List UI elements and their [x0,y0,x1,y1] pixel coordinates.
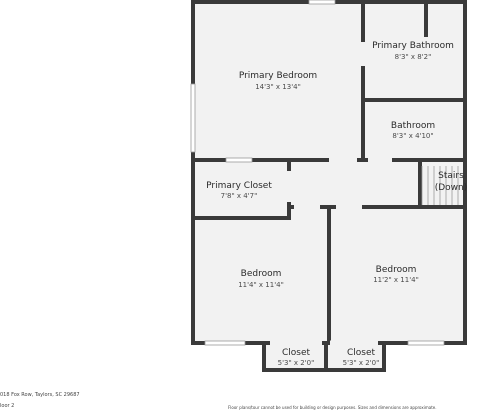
room-name-stairs: Stairs [438,171,464,181]
window-primary-closet [225,157,253,163]
room-name-closet-right: Closet [347,348,376,358]
room-name-bathroom: Bathroom [391,121,435,131]
window-primary-bedroom-north [308,0,336,5]
room-dims-primary-bedroom: 14'3" x 13'4" [255,83,301,91]
room-dims-closet-right: 5'3" x 2'0" [343,359,380,367]
room-name-primary-closet: Primary Closet [206,181,272,191]
room-dims-bathroom: 8'3" x 4'10" [392,132,433,140]
window-primary-bedroom-west [190,83,196,153]
room-dims-primary-bathroom: 8'3" x 8'2" [395,53,432,61]
stair-treads [421,166,459,205]
window-bedroom-left [204,340,246,346]
room-dims-bedroom-left: 11'4" x 11'4" [238,281,284,289]
room-dims-primary-closet: 7'8" x 4'7" [221,192,258,200]
room-name-primary-bathroom: Primary Bathroom [372,41,454,51]
room-labels: Primary Bedroom 14'3" x 13'4" Primary Ba… [206,41,467,367]
room-dims-closet-left: 5'3" x 2'0" [278,359,315,367]
footer-floor: loor 2 [0,403,15,409]
footer-address: 018 Fox Row, Taylors, SC 29687 [0,392,80,398]
room-name-primary-bedroom: Primary Bedroom [239,71,317,81]
window-bedroom-right [407,340,445,346]
windows [190,0,445,346]
room-name-stairs-direction: (Down) [435,183,468,193]
room-dims-bedroom-right: 11'2" x 11'4" [373,276,419,284]
room-name-bedroom-left: Bedroom [241,269,282,279]
room-name-closet-left: Closet [282,348,311,358]
footer-disclaimer: Floor plans/tour cannot be used for buil… [228,405,437,410]
door-openings [270,42,392,346]
room-name-bedroom-right: Bedroom [376,265,417,275]
